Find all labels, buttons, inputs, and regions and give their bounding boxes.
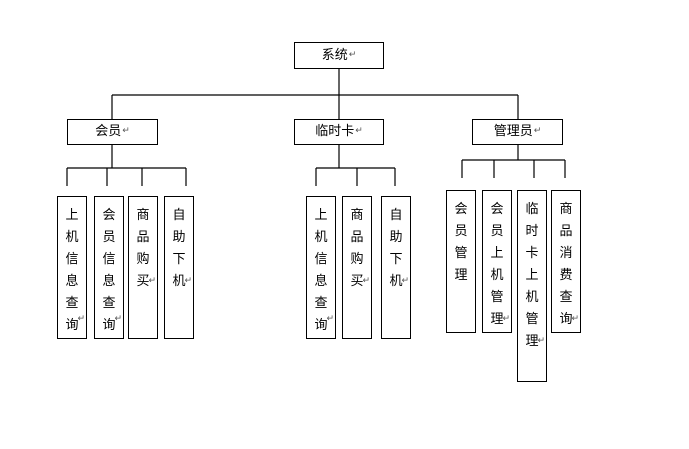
leaf-temp-self-logout: 自助下机 ↵ <box>381 196 411 339</box>
leaf-admin-consumption-query: 商品消费查询 ↵ <box>551 190 581 333</box>
node-member-label: 会员 <box>95 124 122 139</box>
leaf-temp-online-query: 上机信息查询 ↵ <box>306 196 336 339</box>
leaf-admin-temp-online-manage: 临时卡上机管理 ↵ <box>517 190 547 382</box>
node-admin: 管理员↵ <box>472 119 563 145</box>
leaf-temp-purchase: 商品购买 ↵ <box>342 196 372 339</box>
leaf-admin-member-manage: 会员管理 <box>446 190 476 333</box>
leaf-member-purchase: 商品购买 ↵ <box>128 196 158 339</box>
root-node: 系统↵ <box>294 42 384 69</box>
node-member: 会员↵ <box>67 119 158 145</box>
root-label: 系统 <box>321 47 348 63</box>
leaf-admin-member-online-manage: 会员上机管理 ↵ <box>482 190 512 333</box>
leaf-member-online-query: 上机信息查询 ↵ <box>57 196 87 339</box>
leaf-member-info-query: 会员信息查询 ↵ <box>94 196 124 339</box>
node-temp-card: 临时卡↵ <box>294 119 384 145</box>
node-admin-label: 管理员 <box>493 124 533 139</box>
node-temp-card-label: 临时卡 <box>315 124 355 139</box>
leaf-member-self-logout: 自助下机 ↵ <box>164 196 194 339</box>
